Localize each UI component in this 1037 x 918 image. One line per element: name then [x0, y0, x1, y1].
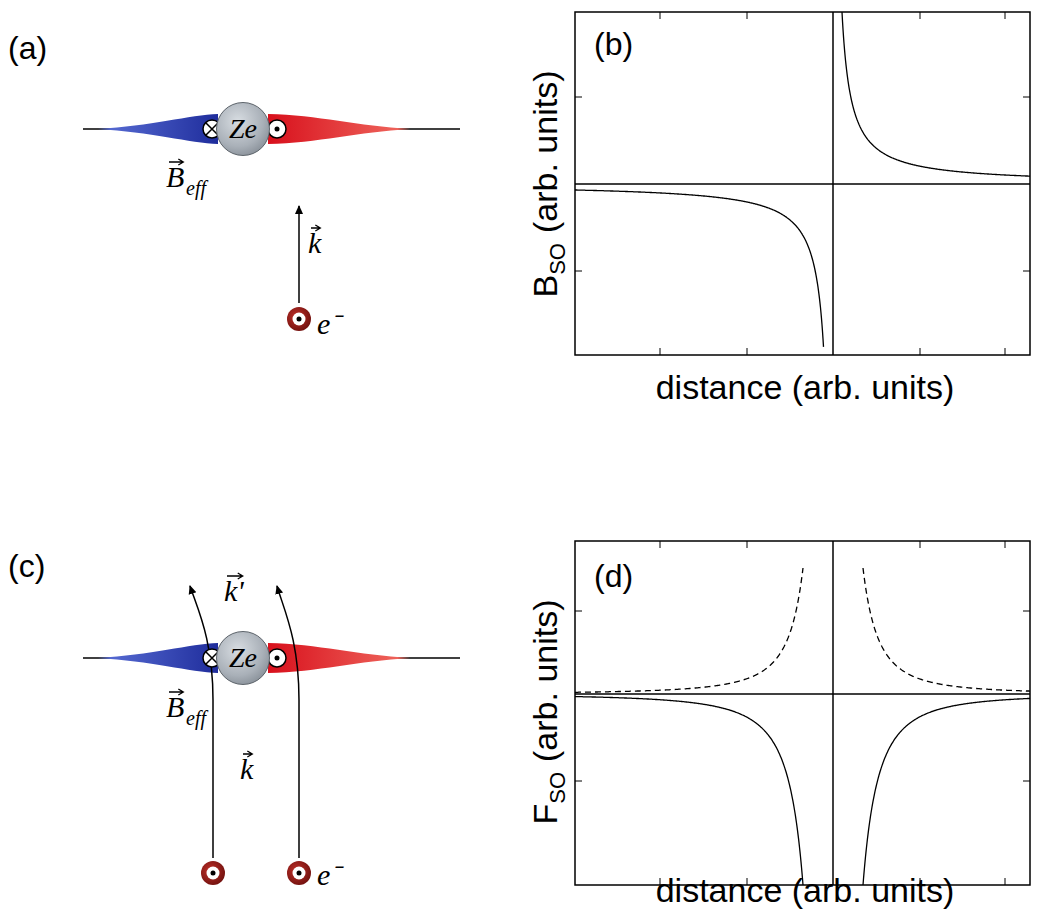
- electron-label: e⁻: [317, 858, 340, 893]
- electron: [287, 861, 311, 885]
- wave-vector: [298, 206, 300, 303]
- electron: [287, 307, 311, 331]
- axis-title: BSO(arb. units): [526, 71, 565, 298]
- panel-letter: (d): [594, 558, 633, 595]
- field-symbol: B: [166, 690, 184, 725]
- plot-curve: [863, 568, 1030, 691]
- axis-title: F: [526, 804, 564, 825]
- panel-letter: (c): [8, 548, 45, 585]
- field-subscript: eff: [186, 177, 206, 200]
- field-lobe: [268, 114, 410, 144]
- field-out: [268, 649, 286, 667]
- plot-curve: [575, 697, 803, 885]
- electron-label: e⁻: [317, 307, 340, 342]
- field-symbol: B: [166, 160, 184, 195]
- axis-title: FSO(arb. units): [526, 599, 565, 824]
- panel-letter: (b): [594, 26, 633, 63]
- field-lobe: [98, 643, 218, 673]
- plot-curve: [842, 12, 1030, 176]
- panel-letter: (a): [8, 30, 47, 67]
- field-lobe: [98, 114, 218, 144]
- panel-c: [83, 586, 460, 885]
- axis-title: (arb. units): [526, 599, 564, 762]
- nucleus-circle: Ze: [216, 102, 270, 156]
- field-subscript: eff: [186, 707, 206, 730]
- axis-title: distance (arb. units): [656, 871, 955, 910]
- axis-title: B: [526, 275, 564, 298]
- axis-subscript: SO: [545, 772, 570, 804]
- plot-curve: [575, 190, 824, 347]
- plot-d: [575, 541, 1030, 885]
- axis-title: distance (arb. units): [656, 368, 955, 407]
- plot-curve: [863, 698, 1030, 885]
- axis-subscript: SO: [545, 243, 570, 275]
- nucleus-label: Ze: [229, 113, 257, 145]
- plot-b: [575, 12, 1030, 355]
- field-lobe: [268, 643, 410, 673]
- panel-a: [83, 114, 460, 331]
- nucleus-label: Ze: [229, 642, 257, 674]
- axis-title: (arb. units): [526, 71, 564, 234]
- wave-vector-label: k: [240, 752, 253, 787]
- nucleus-circle: Ze: [216, 631, 270, 685]
- wave-vector-label: k': [224, 574, 244, 609]
- electron-path: [277, 586, 299, 858]
- electron: [201, 861, 225, 885]
- wave-vector-label: k: [308, 226, 321, 261]
- field-out: [268, 120, 286, 138]
